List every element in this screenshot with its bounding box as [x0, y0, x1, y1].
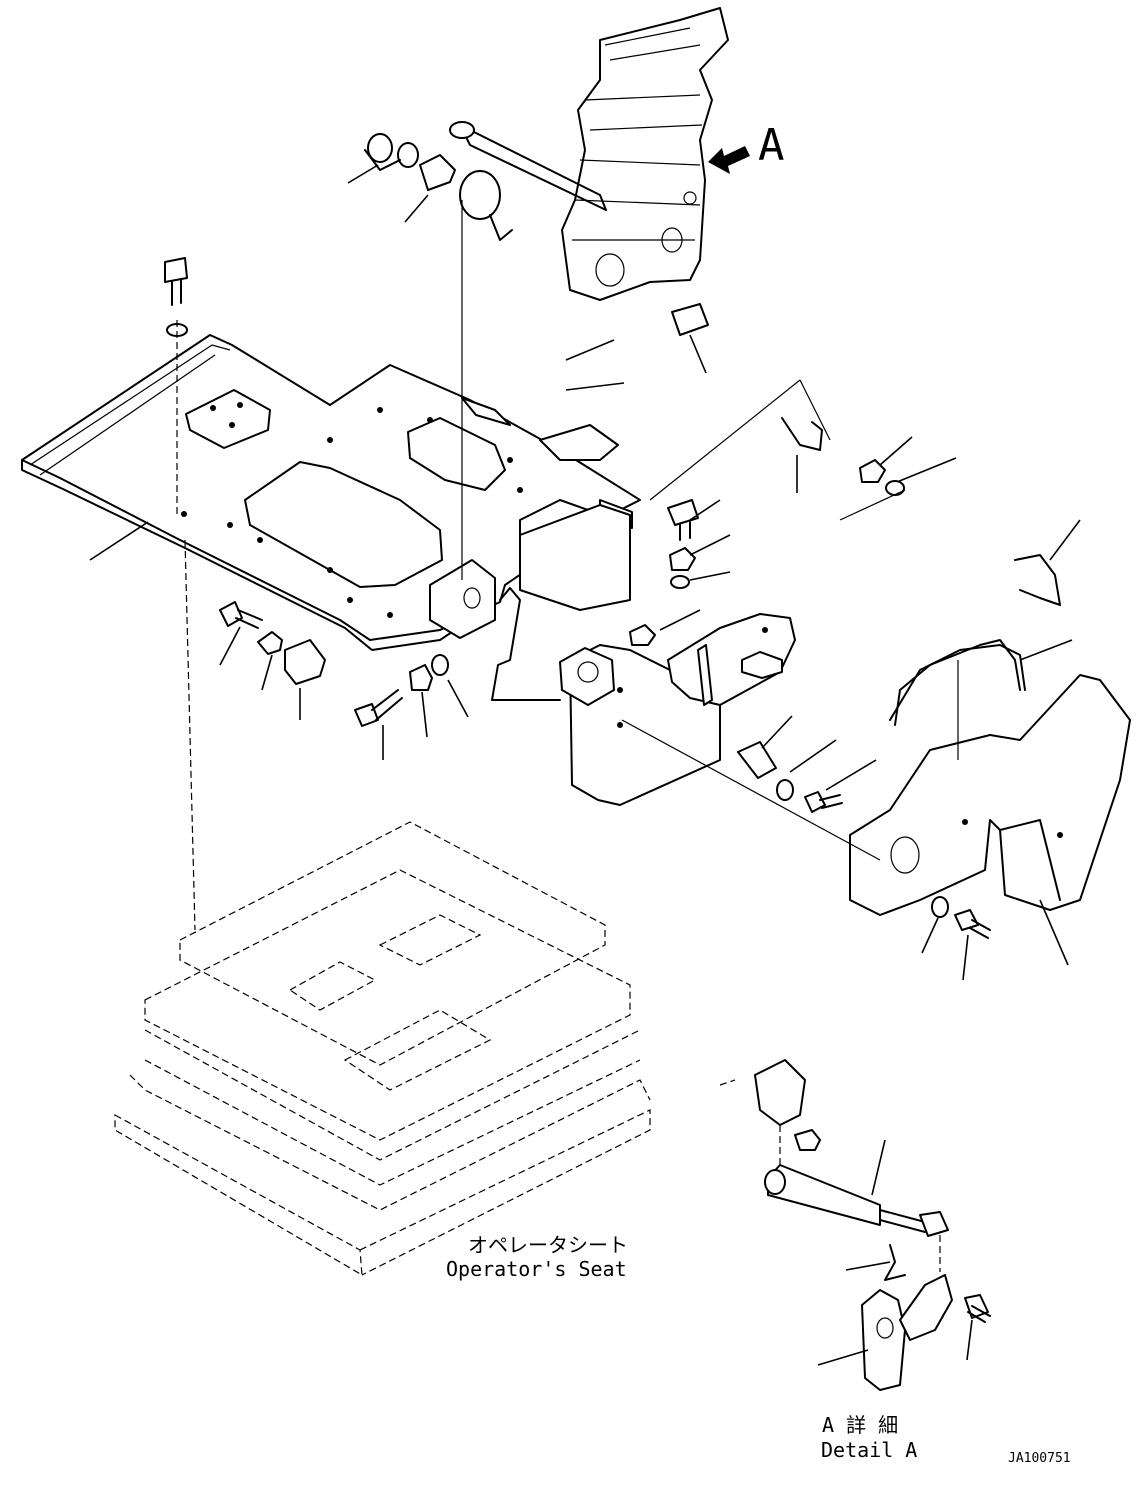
left-fasteners — [219, 601, 449, 727]
right-fasteners — [629, 417, 1061, 646]
view-arrow-a: A — [708, 120, 785, 174]
top-washers — [364, 133, 709, 336]
seat-label-jp: オペレータシート — [468, 1233, 628, 1257]
console-lever-assembly — [449, 7, 729, 301]
drawing-number: JA100751 — [1008, 1451, 1071, 1466]
seat-mounting-plate — [21, 334, 641, 651]
seat-label-en: Operator's Seat — [446, 1257, 627, 1281]
side-cover — [849, 644, 1131, 916]
detail-label-jp: A 詳 細 — [822, 1413, 898, 1437]
detail-label-en: Detail A — [821, 1438, 917, 1462]
plate-bolt — [164, 200, 463, 580]
mid-right-parts — [737, 741, 843, 813]
leader-lines-top — [347, 164, 957, 493]
operator-seat — [114, 539, 651, 1277]
detail-a-assembly — [719, 1059, 991, 1391]
view-label-a: A — [758, 120, 785, 171]
side-bracket — [491, 504, 796, 806]
